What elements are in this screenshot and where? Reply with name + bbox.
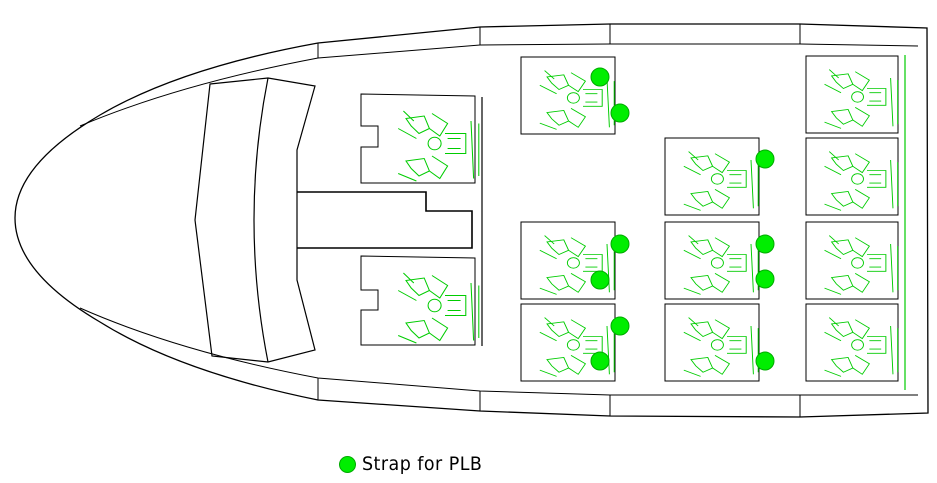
green-dot-icon bbox=[339, 455, 356, 473]
fuselage-inner-wall-bottom bbox=[79, 307, 918, 396]
plb-strap-marker bbox=[590, 67, 610, 87]
cockpit-console bbox=[194, 77, 316, 363]
plb-strap-marker bbox=[590, 270, 610, 290]
plb-strap-marker bbox=[755, 351, 775, 371]
plb-strap-marker bbox=[755, 269, 775, 289]
passenger-seat-c4 bbox=[805, 303, 899, 382]
plb-strap-marker bbox=[610, 234, 630, 254]
passenger-seat-c3 bbox=[805, 221, 899, 300]
passenger-seat-a3 bbox=[520, 303, 616, 382]
legend: Strap for PLB bbox=[339, 452, 493, 476]
plb-strap-marker bbox=[590, 351, 610, 371]
fuselage-outline bbox=[14, 23, 929, 418]
frame-ticks bbox=[317, 24, 801, 417]
center-pedestal bbox=[297, 191, 473, 249]
pilot-seat-left bbox=[360, 93, 480, 184]
passenger-seat-c1 bbox=[805, 55, 899, 134]
passenger-seat-a2 bbox=[520, 221, 616, 300]
plb-strap-marker bbox=[755, 149, 775, 169]
passenger-seat-b2 bbox=[664, 221, 760, 300]
plb-strap-marker bbox=[610, 103, 630, 123]
passenger-seat-b3 bbox=[664, 303, 760, 382]
pilot-seat-right bbox=[360, 255, 480, 346]
passenger-seat-b1 bbox=[664, 137, 760, 216]
fuselage-inner-wall-top bbox=[79, 43, 919, 127]
plb-strap-marker bbox=[610, 316, 630, 336]
passenger-seat-a1 bbox=[520, 56, 616, 135]
passenger-seat-c2 bbox=[805, 137, 899, 216]
legend-label: Strap for PLB bbox=[362, 453, 483, 475]
plb-strap-marker bbox=[755, 234, 775, 254]
